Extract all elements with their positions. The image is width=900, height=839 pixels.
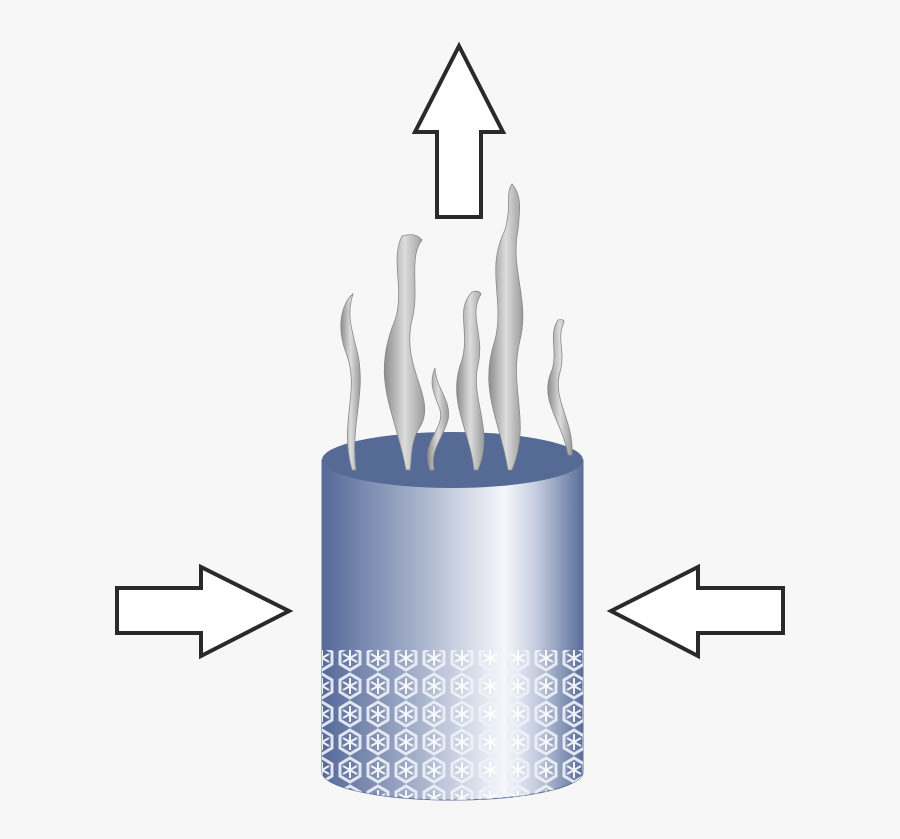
vapor-wisp (427, 367, 450, 471)
arrow-right-icon (115, 563, 294, 660)
vapor-wisp (488, 183, 524, 471)
vapor-wisp (340, 292, 361, 471)
vapor-wisps (340, 183, 573, 471)
arrow-left-icon (606, 563, 785, 660)
container-opening (322, 432, 583, 488)
vapor-wisp (547, 319, 573, 456)
vapor-wisp (383, 234, 426, 471)
container (321, 432, 584, 801)
arrow-up-icon (411, 41, 507, 219)
ice-crystals (322, 650, 583, 801)
vapor-wisp (456, 290, 485, 471)
